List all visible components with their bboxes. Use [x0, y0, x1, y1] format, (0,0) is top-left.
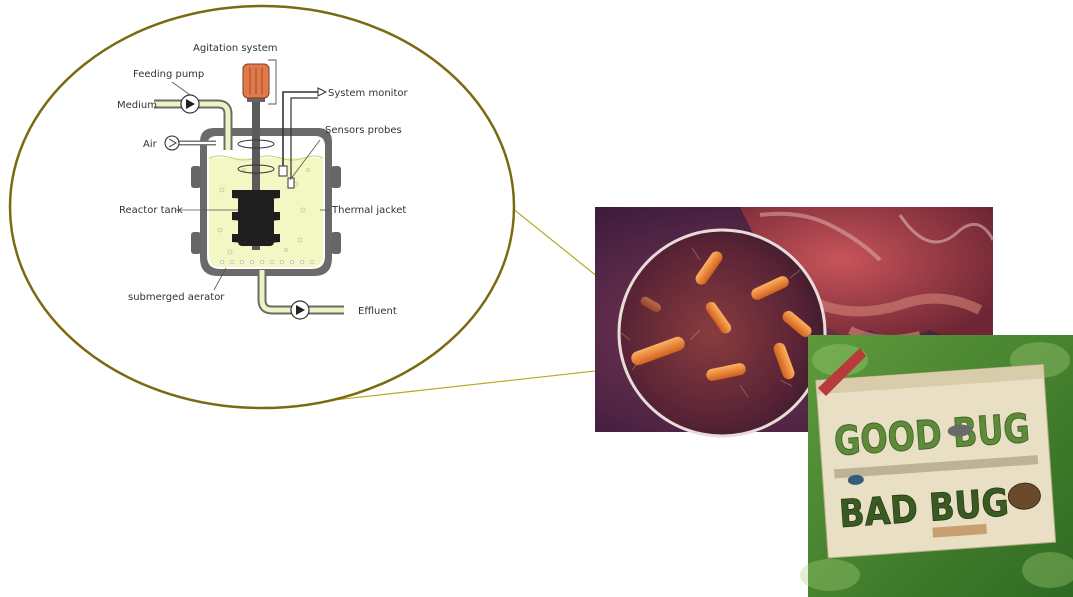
jacket-tab	[191, 166, 201, 188]
label-agitation-system: Agitation system	[193, 43, 278, 54]
label-submerged-aerator: submerged aerator	[128, 292, 225, 303]
label-air: Air	[143, 139, 158, 150]
magnifier-lens	[619, 230, 825, 436]
impeller	[232, 190, 280, 246]
label-system-monitor: System monitor	[328, 88, 408, 99]
label-sensors-probes: Sensors probes	[325, 125, 402, 136]
sensor-probe-icon	[279, 166, 287, 176]
book-cover-image: GOOD BUG BAD BUG	[800, 335, 1073, 597]
jacket-tab	[191, 232, 201, 254]
jacket-tab	[331, 232, 341, 254]
label-medium: Medium	[117, 100, 157, 111]
label-reactor-tank: Reactor tank	[119, 205, 183, 216]
jacket-tab	[331, 166, 341, 188]
label-effluent: Effluent	[358, 306, 397, 317]
label-thermal-jacket: Thermal jacket	[331, 205, 406, 216]
label-feeding-pump: Feeding pump	[133, 69, 204, 80]
sensor-probe-icon	[288, 178, 294, 188]
